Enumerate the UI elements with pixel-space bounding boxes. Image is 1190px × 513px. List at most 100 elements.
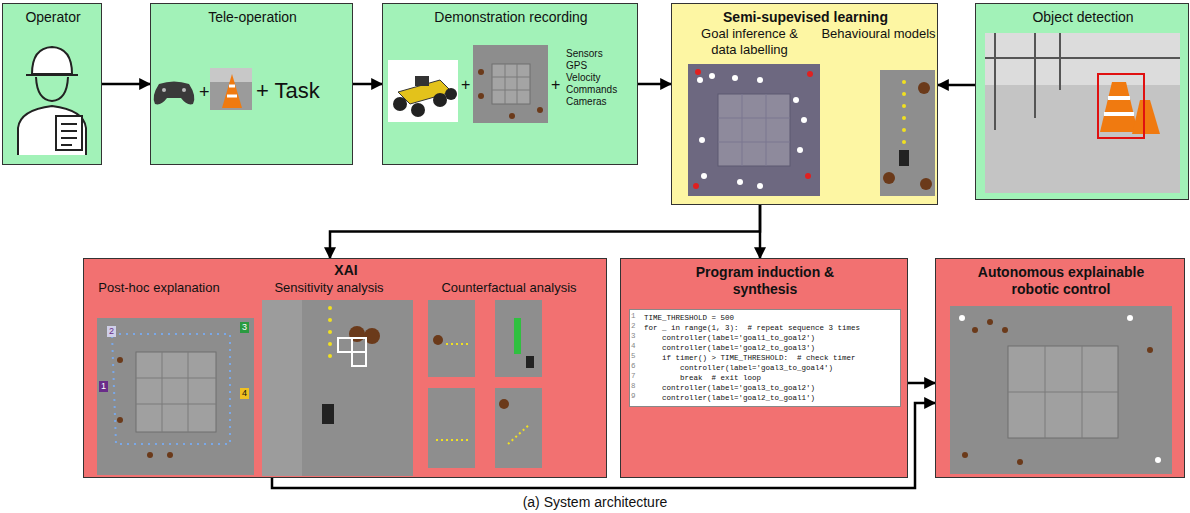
goal-inference-map xyxy=(693,183,699,189)
operator-icon xyxy=(18,47,86,155)
subtitle: Behavioural models xyxy=(820,26,937,42)
map-image xyxy=(537,107,543,113)
map-image xyxy=(473,45,548,123)
sensitivity-image xyxy=(328,354,332,358)
waypoint-number: 3 xyxy=(240,322,249,333)
behaviour-model-view xyxy=(883,172,895,184)
goal-inference-map xyxy=(797,147,803,153)
flow-arrow xyxy=(638,83,671,86)
post-hoc-map xyxy=(97,318,254,475)
figure-caption: (a) System architecture xyxy=(0,494,1190,511)
code-line: controller(label='goal3_to_goal2') xyxy=(644,384,815,394)
robot-image xyxy=(388,60,458,122)
operator-icon xyxy=(56,116,82,150)
code-line: if timer() > TIME_THRESHOLD: # check tim… xyxy=(644,354,856,364)
object-detection-image xyxy=(985,33,1180,193)
behaviour-model-view xyxy=(902,80,906,84)
gamepad-icon xyxy=(154,82,195,105)
autonomous-control-map xyxy=(1147,347,1153,353)
behaviour-model-view xyxy=(918,82,930,94)
autonomous-control-map xyxy=(987,319,993,325)
code-line: for _ in range(1, 3): # repeat sequence … xyxy=(644,324,860,334)
goal-inference-map xyxy=(695,69,701,75)
object-detection-image xyxy=(1098,74,1144,138)
post-hoc-map xyxy=(167,452,173,458)
autonomous-control-map xyxy=(1002,327,1008,333)
waypoint-number: 1 xyxy=(99,381,108,392)
box-title: Semi-supevised learning xyxy=(672,9,939,26)
object-detection-image xyxy=(1100,82,1138,132)
behaviour-model-view xyxy=(902,116,906,120)
sensitivity-image xyxy=(328,342,332,346)
plus-sign: + xyxy=(461,75,470,94)
sensitivity-image xyxy=(322,404,334,424)
code-line: controller(label='goal2_to_goal1') xyxy=(644,394,815,404)
operator-icon xyxy=(26,74,78,76)
autonomous-control-map xyxy=(972,327,978,333)
operator-icon xyxy=(36,77,68,101)
goal-inference-map xyxy=(697,77,703,83)
object-detection-image xyxy=(985,33,1180,193)
flow-arrow xyxy=(759,205,762,258)
code-line: TIME_THRESHOLD = 500 xyxy=(644,314,734,324)
robot-image xyxy=(388,60,458,122)
behaviour-model-view xyxy=(902,128,906,132)
post-hoc-map xyxy=(97,318,254,475)
map-image xyxy=(492,64,530,104)
goal-inference-map xyxy=(793,97,799,103)
box-title: Tele-operation xyxy=(151,9,354,26)
task-label: + Task xyxy=(256,78,320,104)
counterfactual-tiles xyxy=(526,356,534,368)
flow-arrow xyxy=(938,84,975,87)
line-number: 6 xyxy=(631,362,636,372)
gamepad-icon xyxy=(154,82,195,105)
autonomous-control-map xyxy=(959,315,965,321)
behaviour-model-view xyxy=(902,140,906,144)
sensitivity-image xyxy=(262,300,302,476)
post-hoc-map xyxy=(147,452,153,458)
line-number: 3 xyxy=(631,332,636,342)
robot-image xyxy=(445,88,457,100)
gamepad-icon xyxy=(182,88,186,92)
counterfactual-tiles xyxy=(508,424,530,444)
sensitivity-image xyxy=(338,338,352,352)
line-number: 2 xyxy=(631,322,636,332)
map-image xyxy=(492,64,530,104)
box-title: Program induction & synthesis xyxy=(685,264,845,298)
goal-inference-map xyxy=(801,117,807,123)
subtitle: Goal inference & data labelling xyxy=(697,26,802,57)
flow-arrow xyxy=(102,83,150,86)
goal-inference-map xyxy=(688,64,820,196)
robot-image xyxy=(393,97,407,111)
flow-arrow xyxy=(908,382,935,385)
line-number: 1 xyxy=(631,312,636,322)
camera-view xyxy=(210,68,252,110)
subtitle: Counterfactual analysis xyxy=(414,280,604,296)
process-box: Program induction & synthesisTIME_THRESH… xyxy=(620,258,908,478)
sensitivity-image xyxy=(328,306,332,310)
code-line: controller(label='goal2_to_goal3') xyxy=(644,344,815,354)
operator-icon xyxy=(32,47,72,74)
autonomous-control-map xyxy=(1017,459,1023,465)
box-title: Autonomous explainable robotic control xyxy=(961,264,1161,298)
autonomous-control-map xyxy=(950,306,1172,474)
data-list: Sensors GPS Velocity Commands Cameras xyxy=(566,48,617,108)
goal-inference-map xyxy=(732,75,738,81)
post-hoc-map xyxy=(117,417,123,423)
operator-icon xyxy=(18,106,86,155)
line-number: 9 xyxy=(631,392,636,402)
flow-arrow xyxy=(330,205,760,258)
camera-view xyxy=(210,68,252,110)
plus-sign: + xyxy=(199,82,210,104)
waypoint-number: 2 xyxy=(107,326,116,337)
robot-image xyxy=(433,93,447,107)
counterfactual-tiles xyxy=(495,388,542,468)
line-number: 7 xyxy=(631,372,636,382)
counterfactual-tiles xyxy=(499,399,509,409)
sensitivity-image xyxy=(262,300,413,476)
gamepad-icon xyxy=(162,88,166,92)
behaviour-model-view xyxy=(902,104,906,108)
autonomous-control-map xyxy=(1155,457,1161,463)
autonomous-control-map xyxy=(950,306,1172,474)
behaviour-model-view xyxy=(902,92,906,96)
